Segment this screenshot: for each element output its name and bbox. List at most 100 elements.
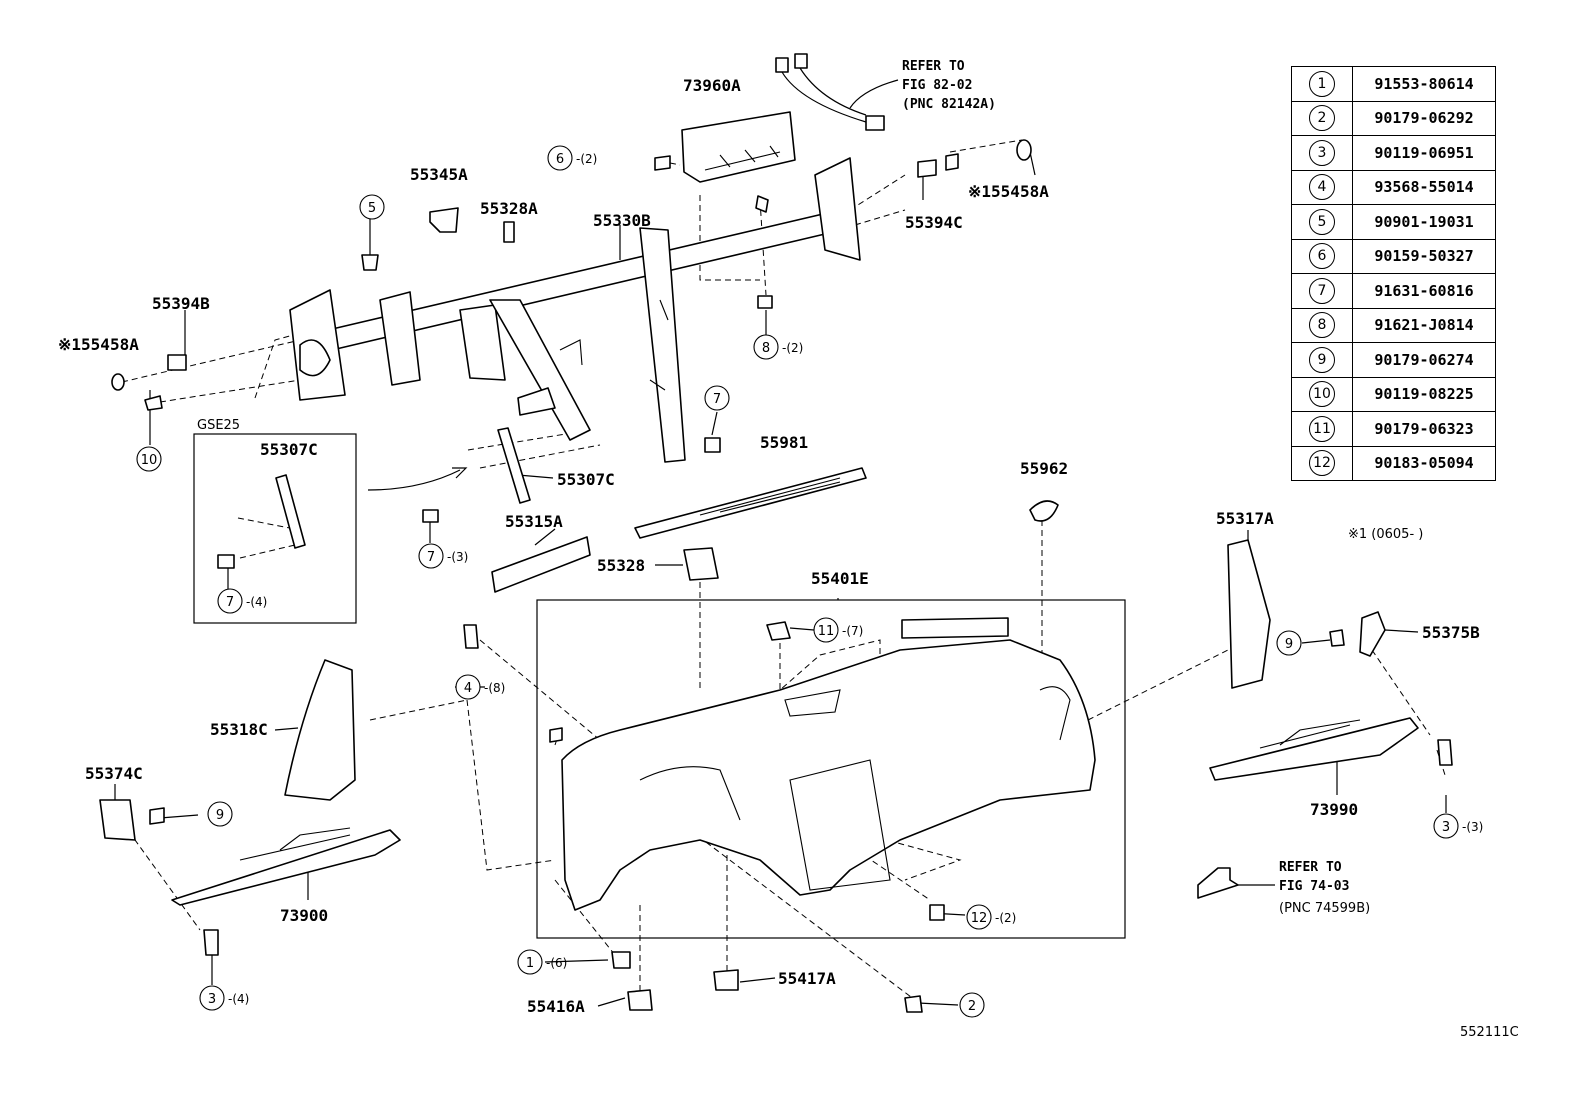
part-73960A-airbag: [681, 111, 796, 213]
refer-note-1-line2: FIG 82-02: [902, 78, 972, 93]
row-index: 12: [1309, 450, 1335, 477]
callout-8: 8 -(2): [753, 334, 803, 360]
gse25-inset-frame: [193, 433, 357, 624]
row-part-number: 90179-06323: [1352, 411, 1496, 447]
callout-3-left: 3 -(4): [199, 985, 249, 1011]
svg-text:1: 1: [526, 956, 534, 971]
table-row: 5 90901-19031: [1291, 204, 1496, 240]
row-index: 5: [1309, 208, 1335, 235]
callout-1: 1 -(6): [517, 949, 567, 975]
label-55401E: 55401E: [811, 569, 869, 588]
footnote: ※1 (0605- ): [1348, 527, 1423, 542]
svg-text:2: 2: [968, 999, 976, 1014]
callout-9-left: 9: [207, 801, 233, 827]
part-55307C: [275, 427, 531, 549]
label-55315A: 55315A: [505, 512, 563, 531]
svg-text:3: 3: [1442, 820, 1450, 835]
svg-text:-(2): -(2): [782, 341, 803, 355]
part-55330B-beam: [289, 157, 861, 463]
part-55962: [1029, 500, 1059, 522]
part-55328: [683, 547, 719, 581]
label-55318C: 55318C: [210, 720, 268, 739]
row-part-number: 90179-06292: [1352, 100, 1496, 136]
part-labels: 73960A 55345A 55328A 55330B 55394C ※1554…: [58, 76, 1480, 1016]
callout-7-top: 7: [704, 385, 730, 411]
label-73960A: 73960A: [683, 76, 741, 95]
row-index: 8: [1309, 312, 1335, 339]
refer-note-2-line3: (PNC 74599B): [1279, 901, 1370, 916]
row-index: 6: [1309, 243, 1335, 270]
callout-7-mid: 7 -(3): [418, 543, 468, 569]
notes: REFER TO FIG 82-02 (PNC 82142A) REFER TO…: [902, 59, 1519, 1040]
label-55330B: 55330B: [593, 211, 651, 230]
row-index: 4: [1309, 174, 1335, 201]
svg-text:-(6): -(6): [546, 956, 567, 970]
dashboard-group-frame: [536, 599, 1126, 939]
svg-text:-(4): -(4): [246, 595, 267, 609]
row-part-number: 91621-J0814: [1352, 307, 1496, 343]
svg-text:-(2): -(2): [995, 911, 1016, 925]
svg-text:3: 3: [208, 992, 216, 1007]
part-ref-7403: [1197, 867, 1239, 899]
refer-note-2-line1: REFER TO: [1279, 860, 1342, 875]
svg-text:-(8): -(8): [484, 681, 505, 695]
table-row: 12 90183-05094: [1291, 445, 1496, 481]
label-155458A-right: ※155458A: [968, 182, 1049, 201]
refer-note-1-line3: (PNC 82142A): [902, 97, 996, 112]
svg-text:-(4): -(4): [228, 992, 249, 1006]
part-55315A: [491, 536, 591, 593]
label-73900: 73900: [280, 906, 328, 925]
row-index: 7: [1309, 277, 1335, 304]
part-73990: [1209, 717, 1419, 781]
part-73900: [171, 827, 401, 906]
row-index: 9: [1309, 346, 1335, 373]
row-part-number: 90179-06274: [1352, 342, 1496, 378]
table-row: 9 90179-06274: [1291, 342, 1496, 378]
callout-2: 2: [959, 992, 985, 1018]
part-55317A: [1227, 539, 1271, 689]
row-part-number: 90901-19031: [1352, 204, 1496, 240]
label-55317A: 55317A: [1216, 509, 1274, 528]
callout-11: 11 -(7): [813, 617, 863, 643]
svg-text:-(2): -(2): [576, 152, 597, 166]
svg-text:7: 7: [427, 550, 435, 565]
part-55981-duct: [634, 467, 867, 539]
svg-text:11: 11: [818, 624, 835, 639]
table-row: 2 90179-06292: [1291, 100, 1496, 136]
callout-5: 5: [359, 194, 385, 220]
row-part-number: 91631-60816: [1352, 273, 1496, 309]
callout-7-inset: 7 -(4): [217, 588, 267, 614]
svg-text:7: 7: [713, 392, 721, 407]
part-55401E-dashboard: [549, 617, 1096, 911]
gse25-arrow: [452, 467, 468, 479]
label-55374C: 55374C: [85, 764, 143, 783]
svg-text:5: 5: [368, 201, 376, 216]
svg-text:4: 4: [464, 681, 472, 696]
label-55345A: 55345A: [410, 165, 468, 184]
label-55394C: 55394C: [905, 213, 963, 232]
table-row: 8 91621-J0814: [1291, 307, 1496, 343]
label-55416A: 55416A: [527, 997, 585, 1016]
label-55417A: 55417A: [778, 969, 836, 988]
label-55307C-inset: 55307C: [260, 440, 318, 459]
row-index: 2: [1309, 105, 1335, 132]
row-part-number: 90159-50327: [1352, 238, 1496, 274]
label-55307C: 55307C: [557, 470, 615, 489]
callout-6: 6 -(2): [547, 145, 597, 171]
label-55375B: 55375B: [1422, 623, 1480, 642]
row-index: 1: [1309, 70, 1335, 97]
callout-4: 4 -(8): [455, 674, 505, 700]
row-part-number: 90119-06951: [1352, 135, 1496, 171]
svg-text:10: 10: [141, 453, 158, 468]
row-part-number: 90183-05094: [1352, 445, 1496, 481]
small-hardware: [99, 139, 1453, 1013]
label-55328A: 55328A: [480, 199, 538, 218]
svg-text:9: 9: [1285, 637, 1293, 652]
